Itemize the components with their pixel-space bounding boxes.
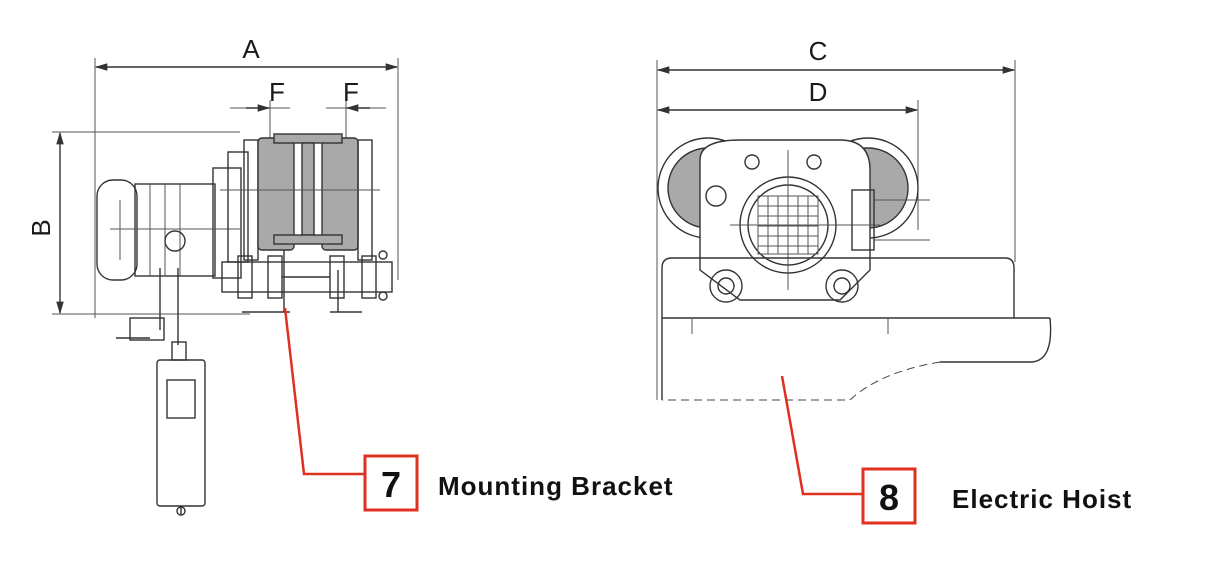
pendant-control xyxy=(116,268,206,516)
side-view-drawing: A B F F xyxy=(26,34,674,516)
callout-8-number: 8 xyxy=(879,477,899,518)
dimension-b-label: B xyxy=(26,219,56,236)
callout-7: 7 Mounting Bracket xyxy=(283,307,674,512)
dimension-f-left-label: F xyxy=(269,77,285,107)
callout-8-label: Electric Hoist xyxy=(952,484,1132,514)
dimension-a: A xyxy=(94,34,399,318)
hoist-base xyxy=(661,257,1052,401)
dimension-f-right-label: F xyxy=(343,77,359,107)
dimension-b: B xyxy=(26,131,250,315)
callout-8: 8 Electric Hoist xyxy=(780,375,1132,525)
front-view-drawing: C D xyxy=(656,36,1132,525)
callout-8-box xyxy=(861,467,917,525)
hoist-motor xyxy=(96,167,242,281)
dimension-d-label: D xyxy=(809,77,828,107)
callout-7-number: 7 xyxy=(381,464,401,505)
hoist-body xyxy=(699,139,930,303)
callout-7-label: Mounting Bracket xyxy=(438,471,674,501)
dimension-c-label: C xyxy=(809,36,828,66)
dimension-d: D xyxy=(656,77,919,230)
mounting-bracket xyxy=(221,250,393,313)
dimension-f: F F xyxy=(230,77,386,140)
callout-7-box xyxy=(363,454,419,512)
dimension-c: C xyxy=(656,36,1016,400)
trolley-frame xyxy=(220,133,380,263)
dimension-a-label: A xyxy=(242,34,260,64)
